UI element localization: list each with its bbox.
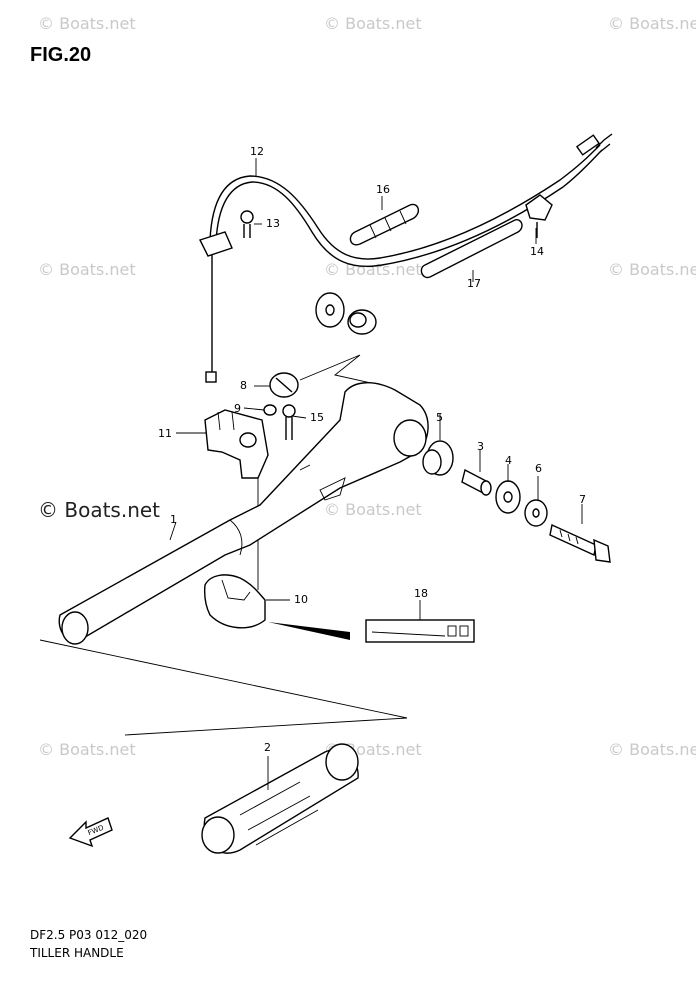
cable-grommet-16	[349, 203, 420, 246]
collar-3	[461, 468, 492, 496]
throttle-cable	[199, 133, 613, 383]
cable-tube-17	[420, 219, 523, 279]
watermark-large: © Boats.net	[38, 498, 161, 522]
callout-15: 15	[310, 411, 324, 424]
tiller-handle-1	[58, 382, 429, 645]
label-sticker-18	[268, 619, 475, 643]
watermark: © Boats.net	[608, 260, 696, 279]
watermark: © Boats.net	[324, 14, 422, 33]
screw-13	[240, 210, 254, 238]
watermark: © Boats.net	[38, 740, 136, 759]
callout-10: 10	[294, 593, 308, 606]
watermark: © Boats.net	[38, 260, 136, 279]
callout-17: 17	[467, 277, 481, 290]
watermark: © Boats.net	[324, 260, 422, 279]
callout-4: 4	[505, 454, 512, 467]
callout-11: 11	[158, 427, 172, 440]
section-divider	[39, 639, 408, 736]
watermark: © Boats.net	[608, 14, 696, 33]
washer-4	[495, 480, 521, 514]
screw-15	[282, 404, 296, 440]
callout-14: 14	[530, 245, 544, 258]
callout-5: 5	[436, 411, 443, 424]
callout-3: 3	[477, 440, 484, 453]
figure-title: FIG.20	[30, 44, 92, 66]
footer-section-name: TILLER HANDLE	[30, 946, 124, 960]
watermark: © Boats.net	[38, 14, 136, 33]
callout-16: 16	[376, 183, 390, 196]
nut-9	[263, 404, 277, 416]
watermark: © Boats.net	[324, 500, 422, 519]
forward-arrow-icon: FWD	[68, 817, 113, 848]
callout-1: 1	[170, 513, 177, 526]
bolt-7	[549, 523, 611, 563]
callout-18: 18	[414, 587, 428, 600]
callout-7: 7	[579, 493, 586, 506]
callout-8: 8	[240, 379, 247, 392]
callout-6: 6	[535, 462, 542, 475]
bracket-upper-11	[204, 409, 269, 479]
cable-clip-14	[525, 194, 553, 238]
footer-model-line: DF2.5 P03 012_020	[30, 928, 148, 942]
washer-6	[524, 499, 548, 527]
friction-knob-8	[269, 372, 299, 398]
callout-9: 9	[234, 402, 241, 415]
bushing-5	[422, 440, 454, 476]
washer-upper	[315, 292, 377, 335]
callout-12: 12	[250, 145, 264, 158]
watermark: © Boats.net	[608, 740, 696, 759]
callout-2: 2	[264, 741, 271, 754]
bracket-lower-10	[203, 574, 266, 629]
leader-line	[299, 354, 381, 386]
grip-2	[201, 743, 359, 854]
callout-13: 13	[266, 217, 280, 230]
callout-leaders	[169, 158, 583, 790]
